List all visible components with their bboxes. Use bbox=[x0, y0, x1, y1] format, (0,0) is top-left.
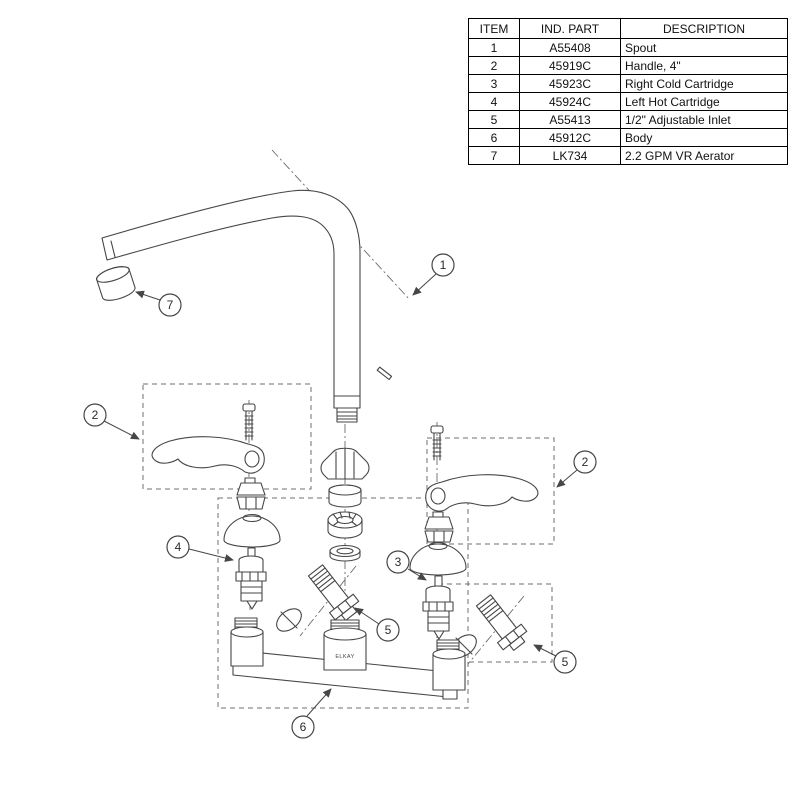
table-row: 4 45924C Left Hot Cartridge bbox=[468, 92, 788, 111]
callout-7: 7 bbox=[158, 293, 182, 317]
centerlines bbox=[248, 149, 525, 665]
body-brand-text: ELKAY bbox=[335, 654, 354, 660]
table-row: 7 LK734 2.2 GPM VR Aerator bbox=[468, 146, 788, 165]
cell-description: 1/2" Adjustable Inlet bbox=[620, 110, 788, 129]
parts-table-header-row: ITEM IND. PART DESCRIPTION bbox=[468, 18, 788, 39]
callout-5-left-label: 5 bbox=[385, 623, 392, 637]
right-cartridge-body bbox=[427, 610, 450, 632]
cell-part: A55413 bbox=[519, 110, 621, 129]
cell-description: Body bbox=[620, 128, 788, 147]
body-left-port bbox=[230, 632, 264, 667]
left-handle-assembly bbox=[151, 403, 266, 510]
right-handle-box bbox=[426, 437, 555, 545]
callout-1-label: 1 bbox=[440, 258, 447, 272]
cell-part: 45924C bbox=[519, 92, 621, 111]
right-cartridge-flange bbox=[422, 601, 454, 612]
left-cartridge-body bbox=[240, 580, 263, 602]
callout-leaders bbox=[103, 273, 578, 717]
cell-description: Handle, 4" bbox=[620, 56, 788, 75]
callout-3: 3 bbox=[386, 550, 410, 574]
cell-part: LK734 bbox=[519, 146, 621, 165]
cell-description: 2.2 GPM VR Aerator bbox=[620, 146, 788, 165]
cell-description: Right Cold Cartridge bbox=[620, 74, 788, 93]
left-handle-screw bbox=[242, 403, 256, 412]
washer bbox=[329, 544, 361, 558]
right-handle-screw bbox=[430, 425, 444, 434]
left-handle-cone bbox=[236, 482, 266, 496]
left-handle-adapter bbox=[244, 477, 256, 484]
right-inlet-assembly bbox=[451, 594, 528, 658]
callout-5-right: 5 bbox=[553, 650, 577, 674]
table-row: 3 45923C Right Cold Cartridge bbox=[468, 74, 788, 93]
table-row: 1 A55408 Spout bbox=[468, 38, 788, 57]
left-cartridge-assembly bbox=[223, 513, 281, 610]
callout-6-label: 6 bbox=[300, 720, 307, 734]
cell-item: 4 bbox=[468, 92, 520, 111]
cell-item: 6 bbox=[468, 128, 520, 147]
column-header-description: DESCRIPTION bbox=[620, 18, 788, 39]
left-handle-nut bbox=[236, 496, 266, 510]
parts-table: ITEM IND. PART DESCRIPTION 1 A55408 Spou… bbox=[468, 18, 788, 165]
spout-thread-end bbox=[336, 407, 358, 423]
table-row: 2 45919C Handle, 4" bbox=[468, 56, 788, 75]
right-bonnet bbox=[409, 543, 467, 576]
aerator-drawing bbox=[96, 266, 136, 301]
spout-collar bbox=[328, 484, 362, 508]
cell-description: Left Hot Cartridge bbox=[620, 92, 788, 111]
left-handle-box bbox=[142, 383, 312, 490]
right-cartridge-stem bbox=[434, 575, 443, 587]
column-header-item: ITEM bbox=[468, 18, 520, 39]
left-wrist-handle bbox=[151, 436, 265, 474]
spout-mount-stack bbox=[320, 447, 370, 562]
callout-6: 6 bbox=[291, 715, 315, 739]
spout-drawing bbox=[96, 189, 393, 423]
callout-balloons: 1 7 2 2 4 3 5 bbox=[83, 253, 597, 739]
callout-2-right-label: 2 bbox=[582, 455, 589, 469]
spout-pin bbox=[376, 366, 393, 381]
cell-item: 2 bbox=[468, 56, 520, 75]
right-cartridge-tip bbox=[433, 630, 445, 640]
column-header-ind-part: IND. PART bbox=[519, 18, 621, 39]
right-handle-assembly bbox=[424, 425, 539, 543]
callout-2-right: 2 bbox=[573, 450, 597, 474]
cell-item: 3 bbox=[468, 74, 520, 93]
callout-3-label: 3 bbox=[395, 555, 402, 569]
cell-part: 45923C bbox=[519, 74, 621, 93]
right-handle-cone bbox=[424, 516, 454, 530]
cell-item: 1 bbox=[468, 38, 520, 57]
callout-4: 4 bbox=[166, 535, 190, 559]
callout-4-label: 4 bbox=[175, 540, 182, 554]
callout-1: 1 bbox=[431, 253, 455, 277]
callout-2-left-label: 2 bbox=[92, 408, 99, 422]
callout-2-left: 2 bbox=[83, 403, 107, 427]
right-wrist-handle bbox=[425, 474, 539, 512]
cell-part: 45919C bbox=[519, 56, 621, 75]
cell-part: A55408 bbox=[519, 38, 621, 57]
faucet-body: ELKAY bbox=[230, 617, 466, 700]
body-center-hub bbox=[323, 634, 367, 671]
table-row: 6 45912C Body bbox=[468, 128, 788, 147]
right-inlet-tip bbox=[508, 635, 526, 651]
left-cartridge-flange bbox=[235, 571, 267, 582]
right-cartridge-assembly bbox=[409, 541, 467, 640]
right-handle-nut bbox=[424, 530, 454, 543]
left-inlet-assembly bbox=[276, 564, 360, 632]
bearing-ring bbox=[327, 511, 363, 529]
callout-5-right-label: 5 bbox=[562, 655, 569, 669]
left-cartridge-tip bbox=[246, 600, 258, 610]
body-assembly-box bbox=[217, 497, 469, 709]
cell-item: 7 bbox=[468, 146, 520, 165]
cell-item: 5 bbox=[468, 110, 520, 129]
body-right-spud bbox=[442, 689, 458, 700]
right-handle-adapter bbox=[432, 511, 444, 518]
table-row: 5 A55413 1/2" Adjustable Inlet bbox=[468, 110, 788, 129]
left-bonnet bbox=[223, 515, 281, 548]
callout-5-left: 5 bbox=[376, 618, 400, 642]
callout-7-label: 7 bbox=[167, 298, 174, 312]
cell-description: Spout bbox=[620, 38, 788, 57]
cell-part: 45912C bbox=[519, 128, 621, 147]
